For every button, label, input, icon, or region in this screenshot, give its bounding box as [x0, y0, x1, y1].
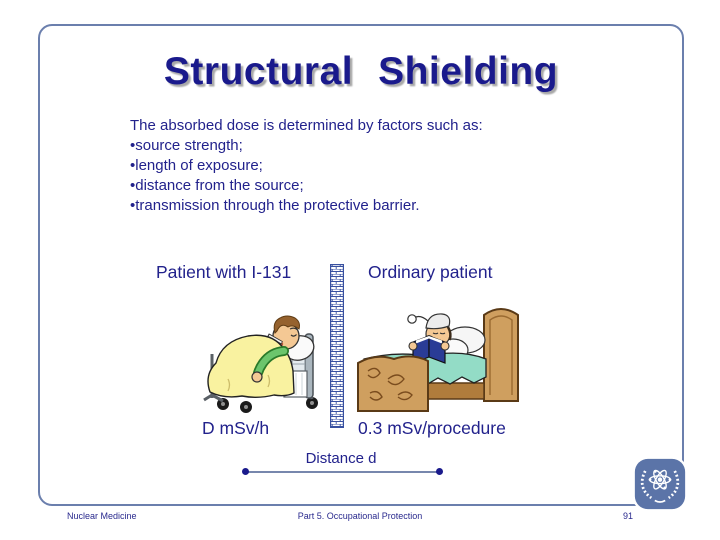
bullet-item: •transmission through the protective bar… — [130, 197, 420, 214]
footer-section-name: Part 5. Occupational Protection — [297, 511, 423, 521]
distance-dot-right — [436, 468, 443, 475]
brick-wall-icon — [330, 264, 345, 429]
brick-wall-barrier — [330, 264, 345, 433]
iaea-logo — [632, 456, 688, 512]
slide-border-frame — [38, 24, 684, 506]
bullet-item: •length of exposure; — [130, 157, 263, 174]
footer-page-number: 91 — [623, 511, 634, 521]
reading-patient-bed-icon — [357, 308, 519, 412]
label-distance: Distance d — [305, 450, 377, 467]
label-dose-left: D mSv/h — [202, 418, 270, 438]
page-title: Structural Shielding — [163, 50, 559, 93]
label-ordinary-patient: Ordinary patient — [368, 262, 493, 282]
body-text-block: The absorbed dose is determined by facto… — [130, 116, 590, 216]
distance-dot-left — [242, 468, 249, 475]
bullet-item: •source strength; — [130, 137, 243, 154]
sick-patient-bed-icon — [203, 315, 318, 413]
label-patient-i131: Patient with I-131 — [156, 262, 292, 282]
bullet-item: •distance from the source; — [130, 177, 304, 194]
distance-line — [247, 471, 440, 473]
label-dose-right: 0.3 mSv/procedure — [358, 418, 506, 438]
body-intro-line: The absorbed dose is determined by facto… — [130, 117, 483, 134]
atom-wreath-icon — [634, 458, 686, 510]
footer-course-name: Nuclear Medicine — [67, 511, 137, 521]
patient-i131-clipart — [196, 299, 326, 418]
ordinary-patient-clipart — [356, 299, 532, 418]
